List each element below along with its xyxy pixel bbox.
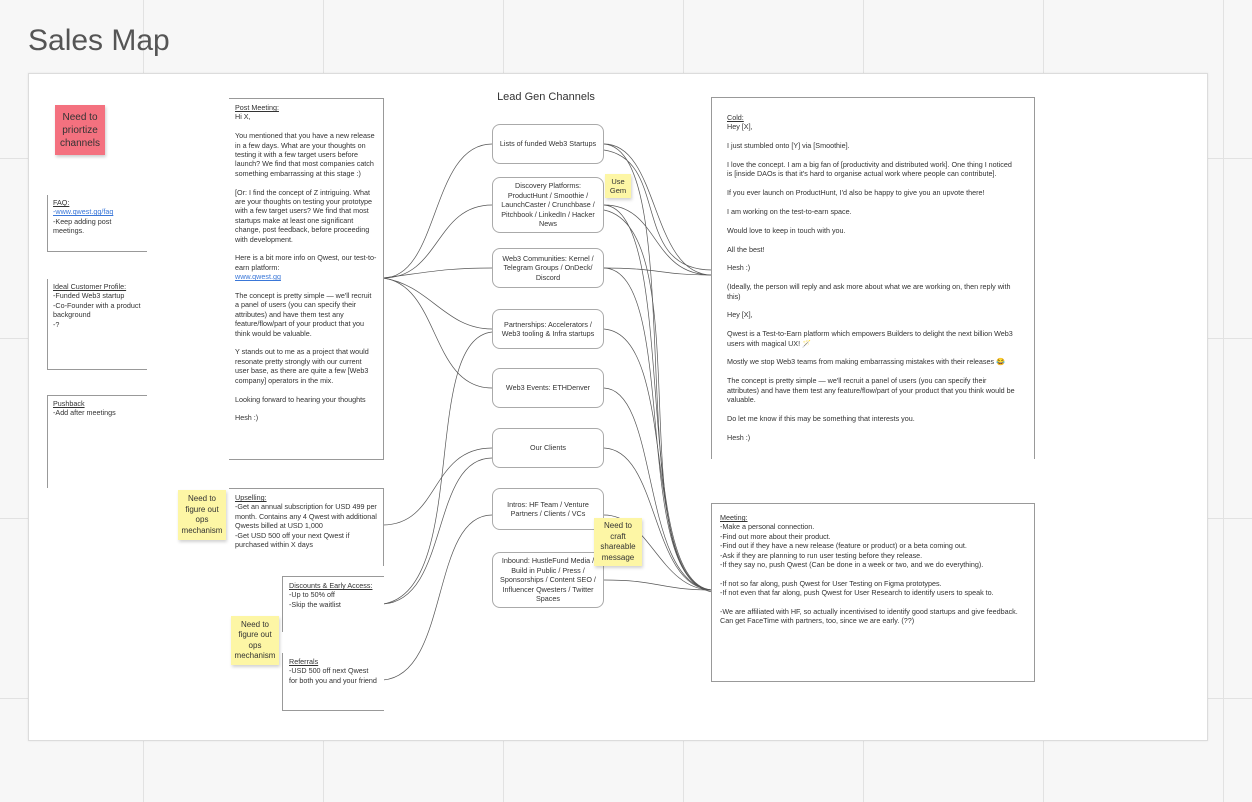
channel-discovery-platforms[interactable]: Discovery Platforms: ProductHunt / Smoot… [492, 177, 604, 233]
upselling-heading: Upselling: [235, 493, 267, 502]
referrals-doc[interactable]: Referrals -USD 500 off next Qwest for bo… [282, 653, 384, 711]
cold-line: Mostly we stop Web3 teams from making em… [727, 357, 1006, 367]
meeting-line: -Find out if they have a new release (fe… [720, 541, 967, 551]
channel-web3-communities[interactable]: Web3 Communities: Kernel / Telegram Grou… [492, 248, 604, 288]
cold-line: I am working on the test-to-earn space. [727, 207, 852, 216]
meeting-line: -Ask if they are planning to run user te… [720, 550, 923, 560]
meeting-line: -Make a personal connection. [720, 522, 815, 532]
post-meeting-paragraph: You mentioned that you have a new releas… [235, 131, 375, 178]
post-meeting-paragraph: Looking forward to hearing your thoughts [235, 394, 366, 404]
discounts-heading: Discounts & Early Access: [289, 581, 373, 590]
referrals-heading: Referrals [289, 657, 319, 666]
lead-gen-title: Lead Gen Channels [497, 91, 595, 103]
icp-heading: Ideal Customer Profile: [53, 282, 127, 291]
board-title: Sales Map [28, 24, 170, 57]
upselling-line: -Get USD 500 off your next Qwest if purc… [235, 530, 350, 550]
cold-line: (Ideally, the person will reply and ask … [727, 282, 1011, 301]
cold-line: Hesh :) [727, 263, 751, 273]
faq-heading: FAQ: [53, 198, 70, 207]
sticky-use-gem[interactable]: Use Gem [605, 174, 631, 198]
post-meeting-paragraph: The concept is pretty simple — we'll rec… [235, 291, 372, 338]
post-meeting-doc[interactable]: Post Meeting: Hi X, You mentioned that y… [229, 98, 384, 460]
icp-line: -Funded Web3 startup [53, 291, 125, 301]
channel-our-clients[interactable]: Our Clients [492, 428, 604, 468]
icp-line: -? [53, 319, 60, 329]
referrals-line: -USD 500 off next Qwest for both you and… [289, 666, 377, 685]
post-meeting-paragraph: Y stands out to me as a project that wou… [235, 347, 369, 385]
discounts-line: -Up to 50% off [289, 590, 335, 600]
post-meeting-heading: Post Meeting: [235, 103, 279, 112]
sticky-discount-ops[interactable]: Need to figure out ops mechanism [231, 616, 279, 665]
meeting-line: -If not so far along, push Qwest for Use… [720, 578, 942, 588]
meeting-line: -Find out more about their product. [720, 531, 831, 541]
cold-line: Hey [X], [727, 122, 753, 132]
pushback-heading: Pushback [53, 399, 85, 408]
meeting-heading: Meeting: [720, 513, 748, 522]
faq-link[interactable]: -www.qwest.gg/faq [53, 207, 114, 217]
cold-line: If you ever launch on ProductHunt, I'd a… [727, 188, 985, 198]
cold-line: Do let me know if this may be something … [727, 413, 915, 423]
sticky-craft-message[interactable]: Need to craft shareable message [594, 518, 642, 566]
cold-heading: Cold: [727, 113, 744, 122]
cold-line: All the best! [727, 244, 765, 254]
icp-box[interactable]: Ideal Customer Profile: -Funded Web3 sta… [47, 279, 147, 370]
meeting-line: -If not even that far along, push Qwest … [720, 588, 994, 598]
post-meeting-paragraph: [Or: I find the concept of Z intriguing.… [235, 187, 373, 244]
sticky-prioritize-channels[interactable]: Need to priortize channels [55, 105, 105, 155]
faq-line: -Keep adding post meetings. [53, 216, 112, 236]
icp-line: -Co-Founder with a product background [53, 300, 141, 320]
cold-line: I love the concept. I am a big fan of [p… [727, 160, 1012, 179]
meeting-line: -If they say no, push Qwest (Can be done… [720, 560, 984, 570]
cold-line: The concept is pretty simple — we'll rec… [727, 376, 1015, 404]
discounts-line: -Skip the waitlist [289, 599, 341, 609]
channel-funded-startups[interactable]: Lists of funded Web3 Startups [492, 124, 604, 164]
qwest-link[interactable]: www.qwest.gg [235, 272, 281, 282]
channel-inbound[interactable]: Inbound: HustleFund Media / Build in Pub… [492, 552, 604, 608]
cold-line: Would love to keep in touch with you. [727, 225, 846, 235]
post-meeting-greeting: Hi X, [235, 112, 251, 122]
cold-line: Hey [X], [727, 310, 753, 320]
channel-web3-events[interactable]: Web3 Events: ETHDenver [492, 368, 604, 408]
cold-line: Hesh :) [727, 432, 751, 442]
sticky-upsell-ops[interactable]: Need to figure out ops mechanism [178, 490, 226, 540]
discounts-doc[interactable]: Discounts & Early Access: -Up to 50% off… [282, 576, 384, 632]
post-meeting-paragraph: Here is a bit more info on Qwest, our te… [235, 253, 377, 272]
faq-box[interactable]: FAQ: -www.qwest.gg/faq -Keep adding post… [47, 195, 147, 252]
pushback-box[interactable]: Pushback -Add after meetings [47, 395, 147, 488]
channel-partnerships[interactable]: Partnerships: Accelerators / Web3 toolin… [492, 309, 604, 349]
pushback-line: -Add after meetings [53, 408, 116, 418]
cold-line: I just stumbled onto [Y] via [Smoothie]. [727, 141, 850, 151]
post-meeting-signoff: Hesh :) [235, 413, 259, 423]
upselling-doc[interactable]: Upselling: -Get an annual subscription f… [229, 488, 384, 566]
upselling-line: -Get an annual subscription for USD 499 … [235, 502, 377, 531]
meeting-line: -We are affiliated with HF, so actually … [720, 607, 1018, 626]
channel-intros[interactable]: Intros: HF Team / Venture Partners / Cli… [492, 488, 604, 530]
cold-doc[interactable]: Cold: Hey [X], I just stumbled onto [Y] … [711, 97, 1035, 459]
cold-line: Qwest is a Test-to-Earn platform which e… [727, 329, 1013, 348]
meeting-doc[interactable]: Meeting: -Make a personal connection. -F… [711, 503, 1035, 682]
